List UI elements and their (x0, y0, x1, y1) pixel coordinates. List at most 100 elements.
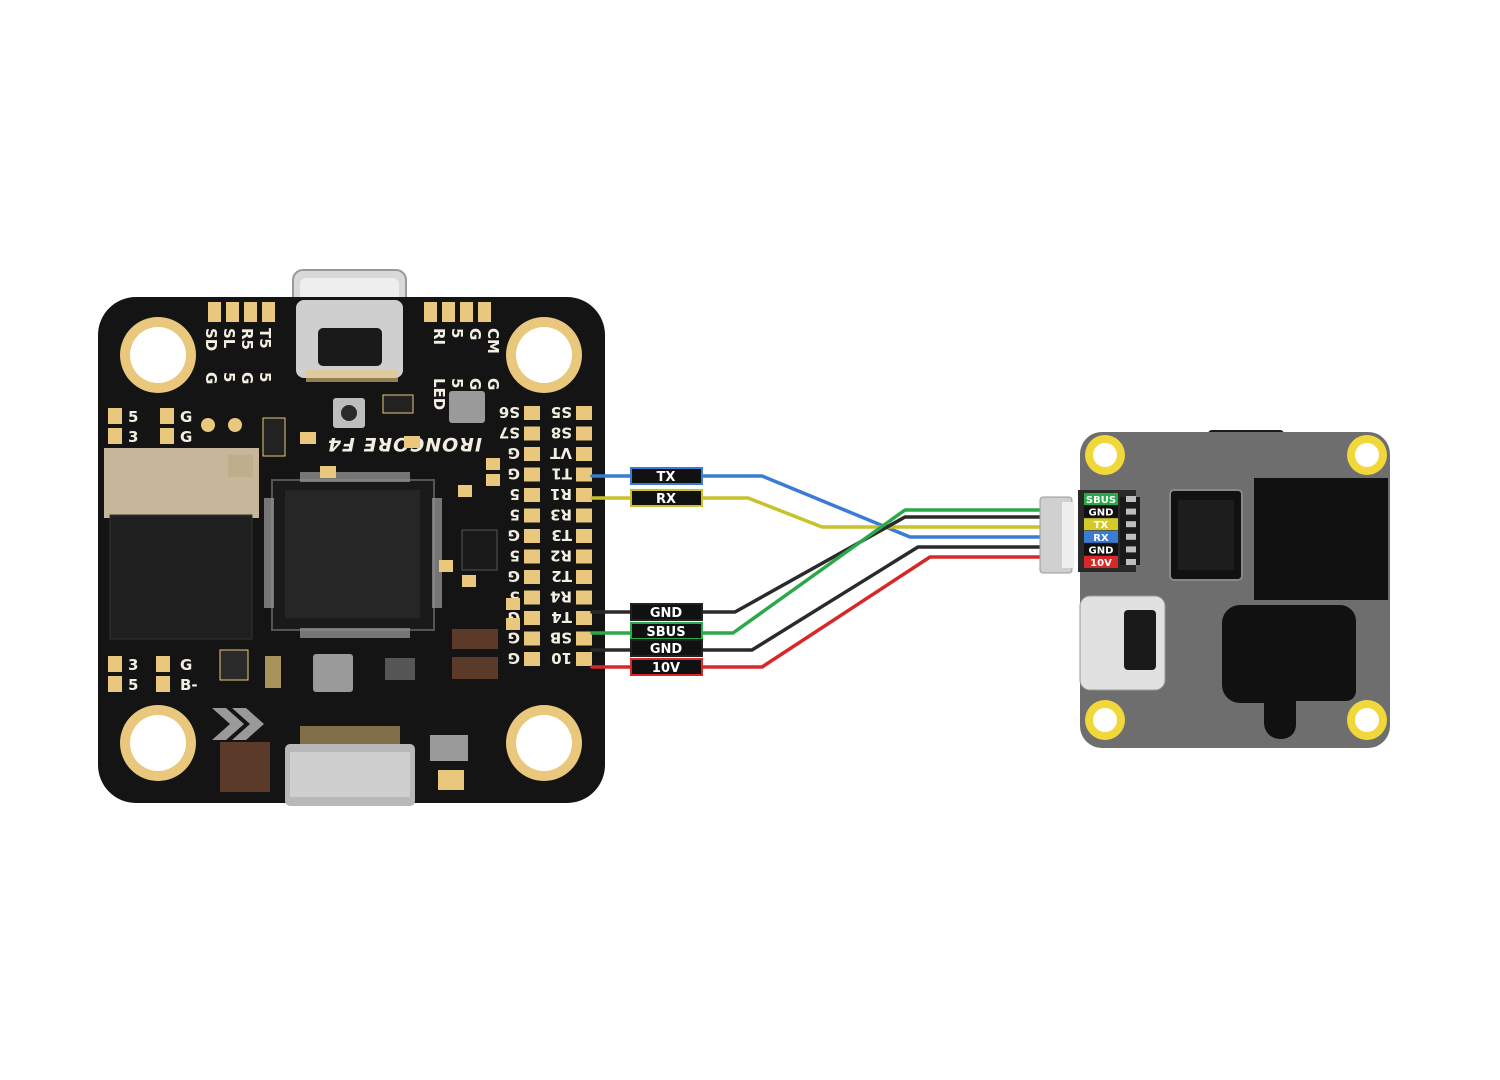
right-pad-label: S5 (551, 403, 572, 421)
mount-hole-bl (120, 705, 196, 781)
pad (576, 590, 592, 605)
pad (524, 508, 540, 523)
pad (576, 447, 592, 461)
pad (524, 467, 540, 482)
right-pad-label-inner: 5 (510, 547, 520, 565)
wire-tag: GND (630, 639, 703, 657)
receiver-pin (1126, 559, 1136, 565)
pad-label: T5 (256, 328, 274, 349)
right-pad-label-inner: G (508, 629, 520, 647)
pad (576, 488, 592, 502)
right-pad-label: SB (550, 629, 572, 647)
right-pad-label: VT (549, 444, 572, 462)
pad (576, 406, 592, 420)
wire-tag-label: 10V (652, 661, 680, 676)
sd-card-slot (104, 448, 259, 640)
pad (524, 529, 540, 543)
receiver-pin-label: GND (1089, 545, 1114, 556)
wire-tag-label: RX (656, 492, 676, 507)
chevron-logo (212, 708, 264, 740)
receiver-pin (1126, 546, 1136, 553)
pad (486, 458, 500, 470)
pad-label: 5 (128, 676, 138, 694)
wire-tag: 10V (630, 658, 703, 676)
mount-hole-tl (120, 317, 196, 393)
left-lower-pad-labels: 3 G 5 B- (128, 656, 198, 694)
pad-label: R5 (238, 328, 256, 350)
mcu-chip (264, 472, 442, 638)
pad (524, 406, 540, 420)
pad (524, 590, 540, 605)
pad-label: 5 (448, 378, 466, 388)
pad (576, 631, 592, 646)
pad-label: SL (220, 328, 238, 349)
pad-label: 3 (128, 428, 138, 446)
pad (524, 549, 540, 564)
pad-label: 3 (128, 656, 138, 674)
passive-components (219, 417, 498, 792)
wire-tag: TX (630, 467, 703, 485)
wire-tag-box (630, 489, 703, 507)
receiver-usb-c-port (1079, 595, 1166, 691)
receiver-pin-label: RX (1093, 533, 1109, 544)
right-pad-label-inner: 5 (510, 485, 520, 503)
pad (576, 508, 592, 523)
right-pad-label: R4 (550, 588, 572, 606)
right-pad-label-inner: G (508, 465, 520, 483)
wire-tag-label: TX (657, 470, 676, 485)
receiver-pin-box (1084, 530, 1118, 543)
pad (576, 426, 592, 441)
pad (524, 570, 540, 584)
right-pad-column: S5S6S8S7VTGT1GR15R35T3GR25T2GR45T4GSBG10… (486, 403, 592, 667)
wire-tag-box (630, 658, 703, 676)
pad-label: G (484, 378, 502, 390)
top-left-pads (208, 302, 275, 322)
pad-label: G (180, 656, 192, 674)
pad-label: G (180, 428, 192, 446)
right-pad-label: R1 (550, 485, 572, 503)
wire-tag: SBUS (630, 622, 703, 640)
pad (506, 618, 520, 630)
pad-label: 5 (128, 408, 138, 426)
right-pad-label-inner: S7 (499, 424, 520, 442)
wire-tag-box (630, 639, 703, 657)
mount-hole-tr (506, 317, 582, 393)
pad (524, 631, 540, 646)
wire-tag-box (630, 467, 703, 485)
pad (506, 598, 520, 610)
pad (576, 611, 592, 625)
pad-label: 5 (220, 372, 238, 382)
receiver-pin-box (1084, 556, 1118, 568)
left-lower-pads (108, 656, 170, 692)
receiver-pin-box (1084, 543, 1118, 556)
pad-label: RI (430, 328, 448, 345)
receiver-pin-box (1084, 493, 1118, 505)
right-pad-label-inner: G (508, 649, 520, 667)
wire-tag-label: SBUS (646, 625, 685, 640)
pad-label: B- (180, 676, 198, 694)
right-pad-label-inner: G (508, 526, 520, 544)
right-pad-label: T2 (551, 567, 572, 585)
right-pad-label: T3 (551, 526, 572, 544)
receiver-connector (1039, 496, 1074, 574)
left-upper-pads (108, 408, 174, 444)
pad (576, 570, 592, 584)
pad-label: 5 (448, 328, 466, 338)
receiver-pin (1126, 508, 1136, 515)
pad (524, 652, 540, 666)
pad-label: G (202, 372, 220, 384)
receiver-pin (1126, 496, 1136, 502)
receiver-pin-label: SBUS (1086, 495, 1116, 506)
right-pad-label: T1 (551, 465, 572, 483)
pad-label: G (180, 408, 192, 426)
receiver-pin-box (1084, 518, 1118, 531)
receiver-pin-label: TX (1094, 520, 1109, 531)
pad-label: SD (202, 328, 220, 351)
receiver-pin (1126, 533, 1136, 540)
wire-tag: GND (630, 603, 703, 621)
pad-label: LED (430, 378, 448, 410)
